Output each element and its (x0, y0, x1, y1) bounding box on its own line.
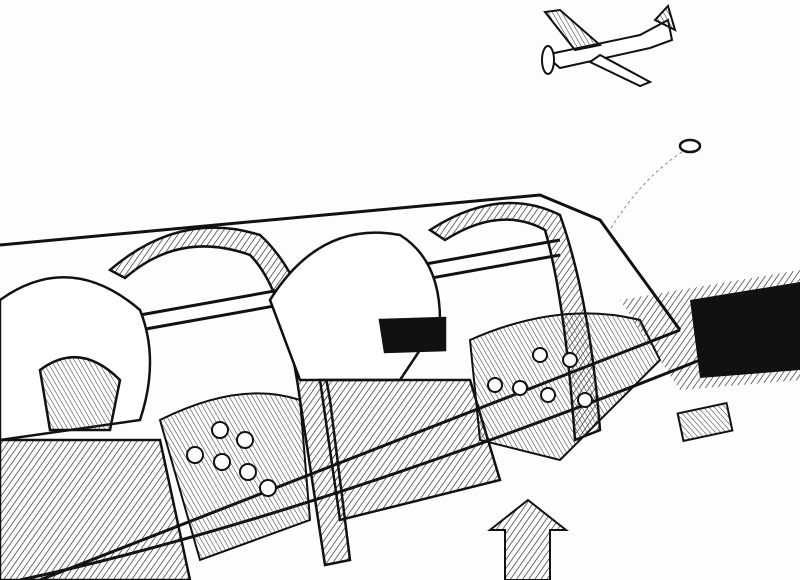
ejected-canopy-piece-icon (609, 138, 702, 231)
front-pilot (268, 231, 502, 522)
rear-pilot (0, 276, 192, 580)
airplane-icon (541, 4, 677, 88)
instrument-panel-front (468, 312, 662, 462)
ejection-arrow-marker (487, 498, 569, 580)
instrument-panel-rear (158, 392, 312, 562)
